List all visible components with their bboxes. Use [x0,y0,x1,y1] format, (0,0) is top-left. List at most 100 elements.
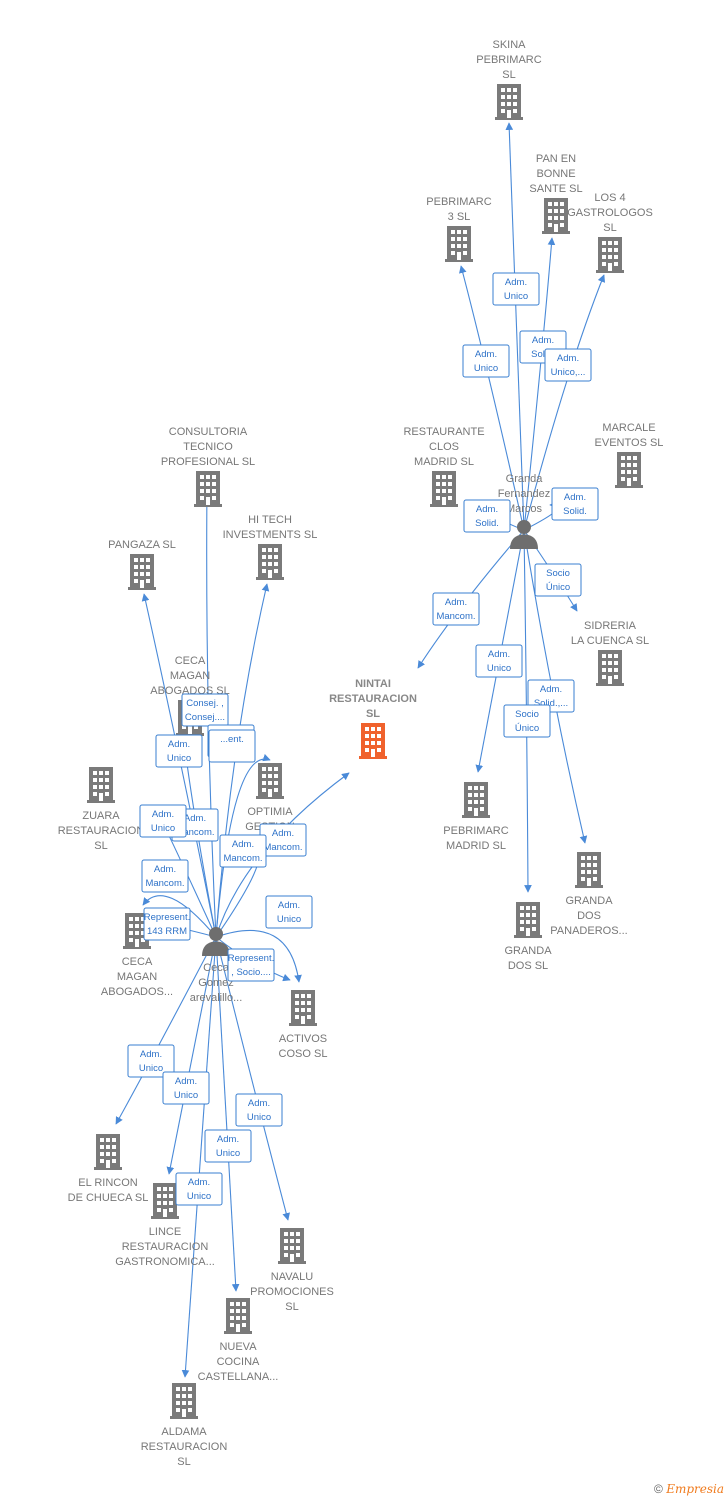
edge-label-box[interactable] [219,834,267,868]
edge-label-box[interactable] [155,734,203,768]
edge-label-e4[interactable]: Adm.Unico [462,344,510,378]
edge-label-box[interactable] [503,704,551,738]
edge-label-text: Adm. [152,809,174,820]
edge-label-e5[interactable]: Adm.Solid. [463,499,511,533]
building-icon[interactable] [256,544,284,580]
person-icon[interactable] [202,927,230,956]
building-icon[interactable] [542,198,570,234]
building-icon[interactable] [289,990,317,1026]
edge-label-e18[interactable]: Adm.Mancom. [219,834,267,868]
edge-label-box[interactable] [534,563,582,597]
building-icon[interactable] [495,84,523,120]
node-lince[interactable]: LINCERESTAURACIONGASTRONOMICA... [115,1183,215,1268]
edge-label-box[interactable] [235,1093,283,1127]
edge-label-e8[interactable]: Adm.Mancom. [432,592,480,626]
building-icon[interactable] [224,1298,252,1334]
edge-label-box[interactable] [227,948,275,982]
node-ceca[interactable]: CecaGomezarevalillo... [190,927,243,1004]
edge-label-e16[interactable]: Adm.Unico [139,804,187,838]
edge-label-box[interactable] [551,487,599,521]
edge-label-box[interactable] [462,344,510,378]
building-icon[interactable] [170,1383,198,1419]
edge-label-box[interactable] [265,895,313,929]
edge-label-box[interactable] [181,693,229,727]
edge-label-box[interactable] [492,272,540,306]
building-icon[interactable] [128,554,156,590]
edge-label-box[interactable] [432,592,480,626]
building-icon[interactable] [87,767,115,803]
building-icon[interactable] [151,1183,179,1219]
edge-label-e27[interactable]: Represent.143 RRM [143,907,191,941]
edge-label-e21[interactable]: Adm.Unico [127,1044,175,1078]
edge-label-box[interactable] [127,1044,175,1078]
edge-label-e12[interactable]: Consej. ,Consej.... [181,693,229,727]
node-grandapan[interactable]: GRANDADOSPANADEROS... [550,852,628,937]
building-icon[interactable] [615,452,643,488]
edge-label-e28[interactable]: ...ent. [208,729,256,763]
edge-label-e19[interactable]: Adm.Mancom. [141,859,189,893]
edge-label-text: Adm. [272,828,294,839]
edge-label-text: Adm. [188,1177,210,1188]
edge-label-e26[interactable]: Represent., Socio.... [227,948,275,982]
edge-label-e14[interactable]: Adm.Unico [155,734,203,768]
edge-label-box[interactable] [162,1071,210,1105]
edge-label-box[interactable] [141,859,189,893]
edge-label-e1[interactable]: Adm.Unico [492,272,540,306]
edge-label-box[interactable] [143,907,191,941]
edge-label-box[interactable] [204,1129,252,1163]
node-cecamagan2[interactable]: CECAMAGANABOGADOS... [101,913,173,998]
edge-label-e22[interactable]: Adm.Unico [162,1071,210,1105]
node-pangaza[interactable]: PANGAZA SL [108,539,176,590]
edge-label-e25[interactable]: Adm.Unico [175,1172,223,1206]
node-nueva[interactable]: NUEVACOCINACASTELLANA... [198,1298,279,1383]
main-company-building-icon[interactable] [359,723,387,759]
building-icon[interactable] [256,763,284,799]
edge-label-box[interactable] [475,644,523,678]
building-icon[interactable] [278,1228,306,1264]
edge-label-box[interactable] [527,679,575,713]
building-icon[interactable] [445,226,473,262]
edge-label-e24[interactable]: Adm.Unico [204,1129,252,1163]
building-icon[interactable] [430,471,458,507]
brand-logo[interactable]: Empresia [666,1482,724,1496]
edge-label-e3[interactable]: Adm.Unico,... [544,348,592,382]
building-icon[interactable] [514,902,542,938]
edge-label-box[interactable] [139,804,187,838]
edge-label-box[interactable] [208,729,256,763]
edge-label-e10[interactable]: Adm.Solid.,... [527,679,575,713]
building-icon[interactable] [596,650,624,686]
building-icon[interactable] [596,237,624,273]
edge-label-e17[interactable]: Adm.Mancom. [259,823,307,857]
edge-label-e6[interactable]: Adm.Solid. [551,487,599,521]
edge-label-box[interactable] [463,499,511,533]
building-icon[interactable] [94,1134,122,1170]
building-icon[interactable] [462,782,490,818]
edge-label-e23[interactable]: Adm.Unico [235,1093,283,1127]
edge-label-e9[interactable]: Adm.Unico [475,644,523,678]
building-icon[interactable] [194,471,222,507]
building-icon[interactable] [575,852,603,888]
edge-label-box[interactable] [175,1172,223,1206]
edge-label-e20[interactable]: Adm.Unico [265,895,313,929]
edge-label-box[interactable] [544,348,592,382]
